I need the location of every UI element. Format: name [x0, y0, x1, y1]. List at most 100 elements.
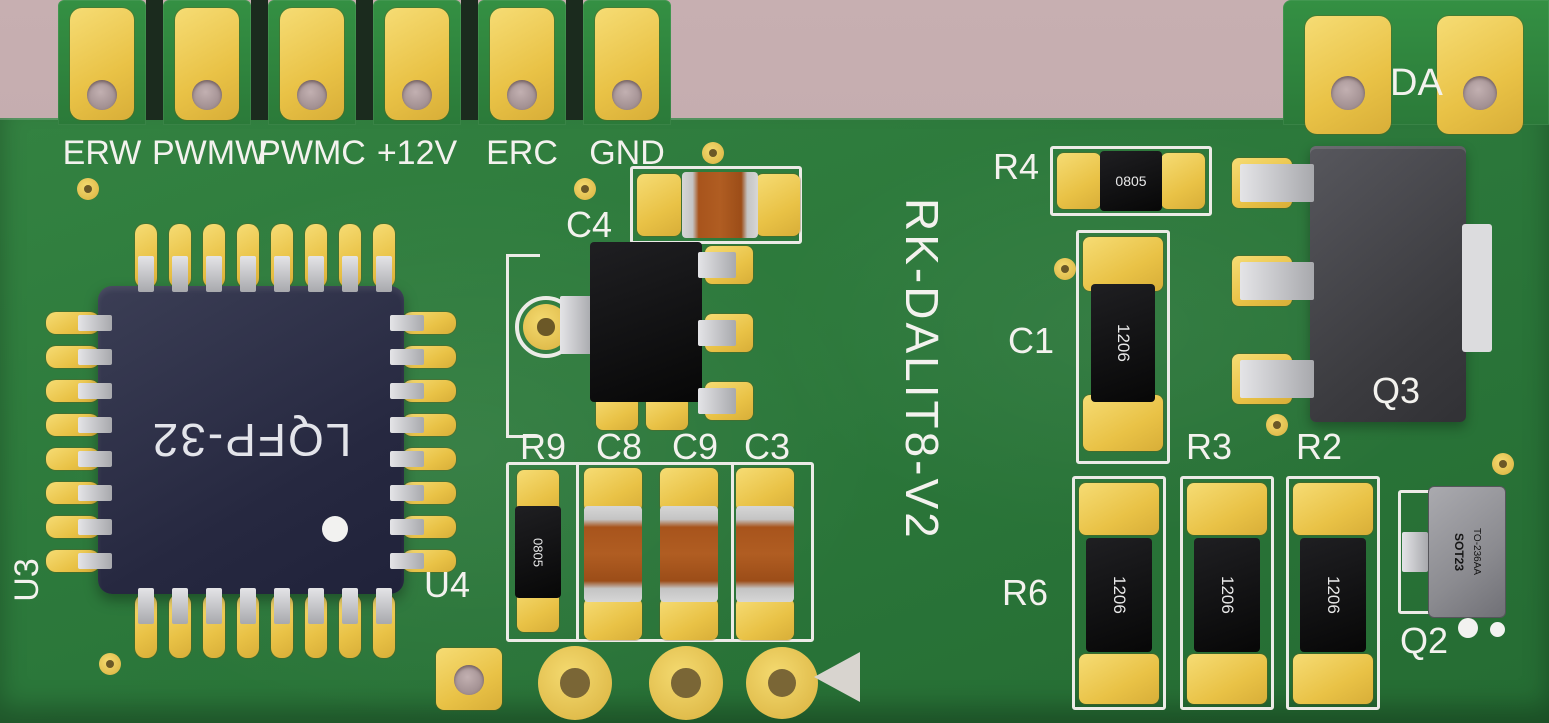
da-label: DA [1390, 62, 1443, 104]
smd-pad [1187, 654, 1267, 704]
u3-label: U3 [8, 558, 46, 602]
smd-pad [660, 468, 718, 512]
smd-pad [1293, 654, 1373, 704]
smd-pad [756, 174, 800, 236]
q3-label: Q3 [1372, 370, 1421, 411]
qfp-lead [78, 349, 112, 365]
via [1266, 414, 1288, 436]
qfp-lead [390, 519, 424, 535]
qfp-lead [390, 349, 424, 365]
pad-hole [192, 80, 222, 110]
qfp-lead [274, 588, 290, 624]
qfp-lead [78, 417, 112, 433]
r9-marking: 0805 [530, 537, 546, 567]
via [702, 142, 724, 164]
qfp-lead [78, 519, 112, 535]
smd-pad [660, 598, 718, 640]
qfp-lead [78, 383, 112, 399]
capacitor-c3-body [736, 506, 794, 602]
smd-pad [1057, 153, 1101, 209]
smd-pad [736, 468, 794, 512]
da-pad [1305, 16, 1391, 134]
smd-pad [1079, 483, 1159, 535]
regulator-silk-bracket [506, 254, 540, 257]
resistor-body: 1206 [1300, 538, 1366, 652]
r2-label: R2 [1296, 426, 1343, 467]
qfp-lead [390, 417, 424, 433]
c1-courtyard [1076, 230, 1170, 464]
qfp-lead [240, 588, 256, 624]
capacitor-c9-body [660, 506, 718, 602]
smd-pad [1083, 237, 1163, 291]
c9-label: C9 [672, 426, 719, 467]
u3-chip-body [98, 286, 404, 594]
resistor-marking: 1206 [1324, 576, 1343, 614]
qfp-lead [376, 588, 392, 624]
tab-slot [356, 0, 373, 120]
qfp-lead [78, 553, 112, 569]
qfp-lead [390, 315, 424, 331]
regulator-lead [698, 388, 736, 414]
resistor-courtyard [1072, 476, 1166, 710]
resistor-body: 1206 [1086, 538, 1152, 652]
qfp-lead [172, 588, 188, 624]
qfp-lead [308, 256, 324, 292]
left-arrow-marker-icon [814, 652, 860, 702]
resistor-courtyard [1180, 476, 1274, 710]
q2-package-marking: SOT23 [1452, 532, 1466, 571]
qfp-lead [390, 553, 424, 569]
qfp-lead [206, 588, 222, 624]
pin-label-pwmw: PWMW [152, 134, 268, 172]
r6-label: R6 [1002, 572, 1049, 613]
u4-label: U4 [424, 564, 471, 605]
smd-pad [584, 598, 642, 640]
pad-hole [507, 80, 537, 110]
via [1492, 453, 1514, 475]
qfp-lead [138, 256, 154, 292]
pad-hole [612, 80, 642, 110]
c3-label: C3 [744, 426, 791, 467]
capacitor-c1-body: 1206 [1091, 284, 1155, 402]
qfp-lead [78, 315, 112, 331]
q3-lead [1240, 164, 1314, 202]
q3-lead [1240, 262, 1314, 300]
resistor-courtyard [1286, 476, 1380, 710]
qfp-lead [138, 588, 154, 624]
pin1-marker-dot [322, 516, 348, 542]
qfp-lead [390, 383, 424, 399]
via [574, 178, 596, 200]
pad-hole [454, 665, 484, 695]
tab-slot [461, 0, 478, 120]
qfp-lead [390, 485, 424, 501]
tab-slot [251, 0, 268, 120]
group-courtyard [506, 462, 814, 642]
regulator-tab-lead [560, 296, 592, 354]
q3-tab-lead [1462, 224, 1492, 352]
resistor-body: 1206 [1194, 538, 1260, 652]
smd-pad [1187, 483, 1267, 535]
qfp-lead [206, 256, 222, 292]
regulator-silk-bracket [506, 254, 509, 438]
courtyard-divider [576, 462, 579, 642]
regulator-silk-bracket [506, 435, 540, 438]
q2-type-marking: TO-236AA [1471, 528, 1482, 576]
smd-pad [637, 174, 681, 236]
r3-label: R3 [1186, 426, 1233, 467]
u3-package-marking: LQFP-32 [150, 414, 352, 466]
qfp-lead [390, 451, 424, 467]
via [1054, 258, 1076, 280]
smd-pad [736, 598, 794, 640]
qfp-lead [78, 451, 112, 467]
smd-pad [1083, 395, 1163, 451]
resistor-r9-body: 0805 [515, 506, 561, 598]
pad-hole [1463, 76, 1497, 110]
via [77, 178, 99, 200]
qfp-lead [308, 588, 324, 624]
smd-pad [1293, 483, 1373, 535]
regulator-lead [698, 252, 736, 278]
pad-hole [297, 80, 327, 110]
smd-pad [1161, 153, 1205, 209]
pin-label-12v: +12V [376, 134, 458, 172]
resistor-marking: 1206 [1218, 576, 1237, 614]
